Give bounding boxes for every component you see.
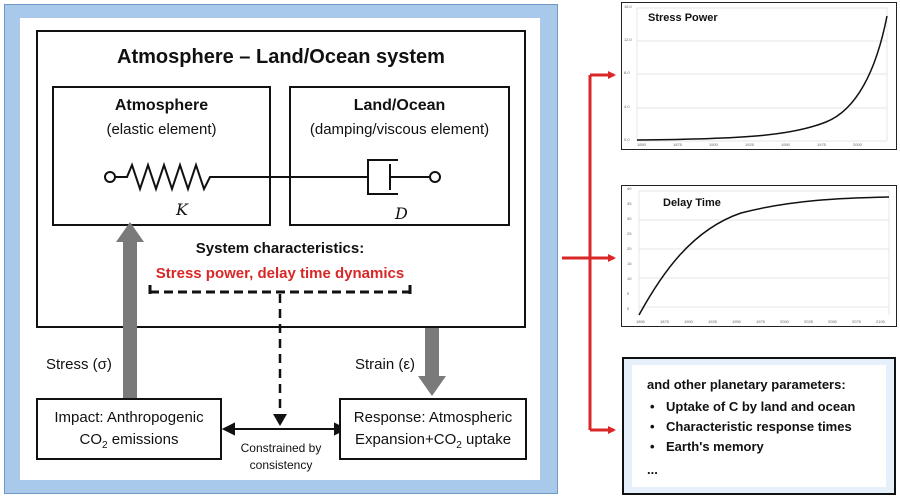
- parameter-item: Earth's memory: [666, 439, 764, 454]
- stress-arrow: [116, 222, 144, 398]
- response-expansion: Expansion+CO: [354, 431, 457, 448]
- impact-line2: CO2 emissions: [38, 429, 220, 457]
- constraint-text: Constrained by consistency: [224, 440, 338, 474]
- spring-symbol: [104, 161, 368, 193]
- sp-xtick: 1975: [817, 142, 826, 147]
- response-box: Response: Atmospheric Expansion+CO2 upta…: [339, 398, 527, 460]
- sp-xtick: 1925: [745, 142, 754, 147]
- dt-xtick: 2025: [804, 319, 813, 324]
- dt-ytick: 40: [627, 186, 632, 191]
- land-ocean-subtitle: (damping/viscous element): [309, 121, 490, 138]
- response-uptake: uptake: [461, 431, 512, 448]
- sp-xtick: 2000: [853, 142, 862, 147]
- red-connector: [562, 71, 616, 434]
- sp-ytick: 0.0: [624, 137, 630, 142]
- stress-power-x-ticks: 1850 1875 1900 1925 1950 1975 2000: [637, 143, 877, 148]
- response-line1: Response: Atmospheric: [353, 409, 513, 426]
- characteristics-value: Stress power, delay time dynamics: [155, 265, 405, 282]
- delay-time-x-ticks: 1850 1875 1900 1925 1950 1975 2000 2025 …: [636, 320, 891, 325]
- delay-time-plot: [638, 190, 890, 316]
- sp-xtick: 1900: [709, 142, 718, 147]
- response-sub: 2: [456, 440, 462, 451]
- system-title: Atmosphere – Land/Ocean system: [117, 46, 445, 68]
- parameter-item: Characteristic response times: [666, 419, 852, 434]
- damping-constant-label: D: [395, 204, 408, 223]
- dt-xtick: 2050: [828, 319, 837, 324]
- dt-ytick: 20: [627, 246, 632, 251]
- impact-box: Impact: Anthropogenic CO2 emissions: [36, 398, 222, 460]
- dt-xtick: 1975: [756, 319, 765, 324]
- impact-co: CO: [79, 431, 103, 448]
- delay-time-title: Delay Time: [663, 197, 721, 209]
- dt-xtick: 2075: [852, 319, 861, 324]
- parameters-heading: and other planetary parameters:: [647, 377, 846, 392]
- dt-xtick: 1950: [732, 319, 741, 324]
- dt-xtick: 2100: [876, 319, 885, 324]
- stress-power-curve: [636, 15, 888, 141]
- atmosphere-subtitle: (elastic element): [106, 121, 217, 138]
- atmosphere-box: [52, 86, 271, 226]
- delay-time-y-ticks: 40 35 30 25 20 15 10 5 0: [627, 187, 639, 323]
- dashpot-symbol: [367, 159, 441, 195]
- impact-line1: Impact: Anthropogenic: [54, 409, 204, 426]
- dt-ytick: 30: [627, 216, 632, 221]
- stress-power-plot: [636, 7, 888, 142]
- dt-ytick: 10: [627, 276, 632, 281]
- strain-label: Strain (ε): [355, 356, 416, 373]
- land-ocean-box: [289, 86, 510, 226]
- dt-xtick: 1900: [684, 319, 693, 324]
- dt-ytick: 15: [627, 261, 632, 266]
- dt-ytick: 25: [627, 231, 632, 236]
- response-line2: Expansion+CO2 uptake: [341, 429, 525, 457]
- parameters-box-inner: [632, 365, 886, 487]
- dt-ytick: 35: [627, 201, 632, 206]
- stress-power-title: Stress Power: [648, 12, 718, 24]
- sp-ytick: 16.0: [624, 4, 632, 9]
- impact-emissions: emissions: [107, 431, 179, 448]
- sp-xtick: 1875: [673, 142, 682, 147]
- sp-xtick: 1850: [637, 142, 646, 147]
- stress-power-graph: [621, 2, 897, 150]
- dt-ytick: 0: [627, 306, 630, 311]
- dt-xtick: 1925: [708, 319, 717, 324]
- spring-constant-label: K: [176, 200, 188, 219]
- bullet-icon: •: [650, 439, 655, 454]
- parameter-item: Uptake of C by land and ocean: [666, 399, 856, 414]
- sp-xtick: 1950: [781, 142, 790, 147]
- sp-ytick: 8.0: [624, 70, 630, 75]
- constraint-line1: Constrained by: [240, 441, 322, 455]
- atmosphere-title: Atmosphere: [114, 97, 209, 114]
- sp-ytick: 12.0: [624, 37, 632, 42]
- characteristics-label: System characteristics:: [195, 240, 365, 257]
- bullet-icon: •: [650, 419, 655, 434]
- land-ocean-title: Land/Ocean: [353, 97, 446, 114]
- dt-xtick: 1875: [660, 319, 669, 324]
- dt-xtick: 1850: [636, 319, 645, 324]
- dt-xtick: 2000: [780, 319, 789, 324]
- stress-label: Stress (σ): [46, 356, 112, 373]
- constraint-line2: consistency: [249, 458, 313, 472]
- sp-ytick: 4.0: [624, 104, 630, 109]
- dt-ytick: 5: [627, 291, 630, 296]
- parameters-ellipsis: ...: [647, 462, 658, 477]
- impact-sub: 2: [102, 440, 108, 451]
- stress-power-y-ticks: 16.0 12.0 8.0 4.0 0.0: [624, 5, 638, 145]
- delay-time-curve: [638, 196, 890, 316]
- strain-arrow: [418, 328, 446, 396]
- bullet-icon: •: [650, 399, 655, 414]
